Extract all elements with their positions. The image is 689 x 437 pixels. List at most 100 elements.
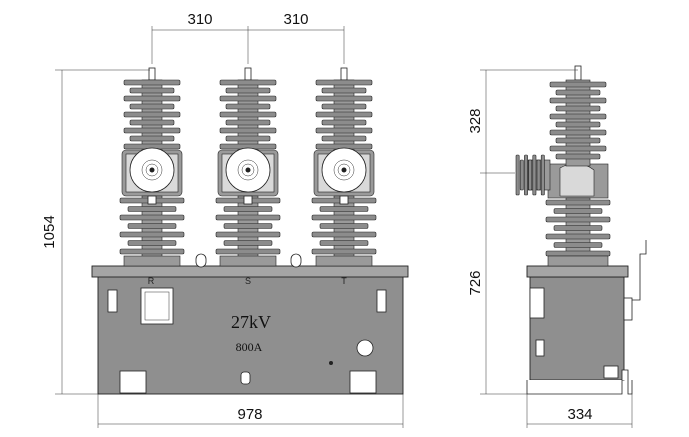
insulator-shed bbox=[553, 242, 603, 248]
pole-base bbox=[315, 255, 373, 267]
insulator-shed bbox=[549, 145, 607, 152]
insulator-shed bbox=[123, 127, 181, 134]
phase-label-r: R bbox=[148, 276, 155, 286]
side-bracket bbox=[529, 287, 545, 319]
insulator-shed bbox=[311, 231, 377, 238]
top-terminal bbox=[244, 67, 252, 81]
insulator-shed bbox=[129, 119, 175, 126]
side-window bbox=[535, 339, 545, 357]
insulator-shed bbox=[545, 199, 611, 206]
side-horizontal-bushing bbox=[515, 154, 545, 196]
insulator-shed bbox=[119, 231, 185, 238]
terminal-ring-inner bbox=[337, 163, 351, 177]
pole-base bbox=[123, 255, 181, 267]
front-view: 27kV 800A R S T bbox=[91, 67, 409, 395]
pole-base bbox=[219, 255, 277, 267]
bottom-hook bbox=[240, 371, 251, 385]
insulator-shed bbox=[215, 231, 281, 238]
terminal-ring bbox=[237, 159, 259, 181]
insulator-shed bbox=[223, 223, 273, 229]
insulator-shed bbox=[549, 129, 607, 136]
insulator-shed bbox=[321, 135, 367, 142]
bushing-shed bbox=[515, 154, 520, 196]
terminal-ring bbox=[333, 159, 355, 181]
side-terminal bbox=[603, 365, 619, 379]
core-joint bbox=[339, 195, 349, 205]
phase-label-t: T bbox=[341, 276, 347, 286]
insulator-shed bbox=[555, 153, 601, 160]
side-pole bbox=[545, 65, 611, 267]
insulator-shed bbox=[127, 240, 177, 246]
insulator-shed bbox=[315, 95, 373, 102]
insulator-shed bbox=[555, 121, 601, 128]
insulator-shed bbox=[311, 248, 377, 255]
left-bracket bbox=[107, 289, 118, 313]
insulator-shed bbox=[545, 216, 611, 223]
side-pole-base bbox=[547, 255, 609, 267]
right-foot bbox=[349, 370, 377, 394]
side-tank-body bbox=[529, 276, 625, 381]
dim-front-height: 1054 bbox=[41, 215, 58, 248]
voltage-rating: 27kV bbox=[231, 312, 271, 332]
insulator-shed bbox=[315, 127, 373, 134]
dim-phase-right: 310 bbox=[283, 11, 308, 28]
terminal-center bbox=[149, 167, 155, 173]
insulator-shed bbox=[549, 113, 607, 120]
terminal-center bbox=[341, 167, 347, 173]
insulator-shed bbox=[555, 89, 601, 96]
insulator-shed bbox=[127, 206, 177, 212]
insulator-shed bbox=[545, 250, 611, 257]
insulator-shed bbox=[321, 103, 367, 110]
insulator-shed bbox=[549, 97, 607, 104]
bushing-shed bbox=[540, 154, 545, 196]
insulator-shed bbox=[219, 95, 277, 102]
insulator-shed bbox=[553, 225, 603, 231]
left-foot bbox=[119, 370, 147, 394]
pole-3 bbox=[311, 67, 377, 267]
side-top-terminal bbox=[574, 65, 582, 81]
insulator-shed bbox=[225, 135, 271, 142]
insulator-shed bbox=[215, 214, 281, 221]
dim-side-width: 334 bbox=[567, 406, 592, 423]
insulator-shed bbox=[315, 79, 373, 86]
insulator-shed bbox=[225, 119, 271, 126]
insulator-shed bbox=[123, 95, 181, 102]
insulator-shed bbox=[555, 105, 601, 112]
dimension-phase-spacing: 310 310 bbox=[151, 11, 345, 64]
junction-box-cover bbox=[144, 291, 170, 321]
terminal-ring bbox=[141, 159, 163, 181]
bushing-shed bbox=[528, 159, 533, 191]
dim-phase-left: 310 bbox=[187, 11, 212, 28]
insulator-shed bbox=[549, 81, 607, 88]
dimension-side-height: 328 726 bbox=[467, 69, 578, 395]
insulator-shed bbox=[219, 127, 277, 134]
ground-bolt bbox=[329, 361, 333, 365]
insulator-shed bbox=[555, 137, 601, 144]
inspection-window bbox=[356, 339, 374, 357]
pole-group bbox=[119, 67, 377, 267]
insulator-shed bbox=[319, 240, 369, 246]
side-view bbox=[492, 65, 647, 395]
insulator-shed bbox=[123, 111, 181, 118]
insulator-shed bbox=[225, 103, 271, 110]
terminal-center bbox=[245, 167, 251, 173]
junction-box bbox=[140, 287, 174, 325]
insulator-shed bbox=[119, 214, 185, 221]
insulator-shed bbox=[223, 206, 273, 212]
lifting-lug-right bbox=[290, 253, 302, 268]
insulator-shed bbox=[225, 87, 271, 94]
core-joint bbox=[147, 195, 157, 205]
dim-front-width: 978 bbox=[237, 406, 262, 423]
dimension-side-width: 334 bbox=[526, 394, 633, 428]
lifting-lug-left bbox=[195, 253, 207, 268]
bushing-shed bbox=[519, 159, 524, 191]
dimension-front-width: 978 bbox=[97, 394, 404, 428]
insulator-shed bbox=[119, 248, 185, 255]
core-joint bbox=[243, 195, 253, 205]
bushing-shed bbox=[524, 154, 528, 196]
insulator-shed bbox=[321, 119, 367, 126]
insulator-shed bbox=[219, 79, 277, 86]
pole-2 bbox=[215, 67, 281, 267]
